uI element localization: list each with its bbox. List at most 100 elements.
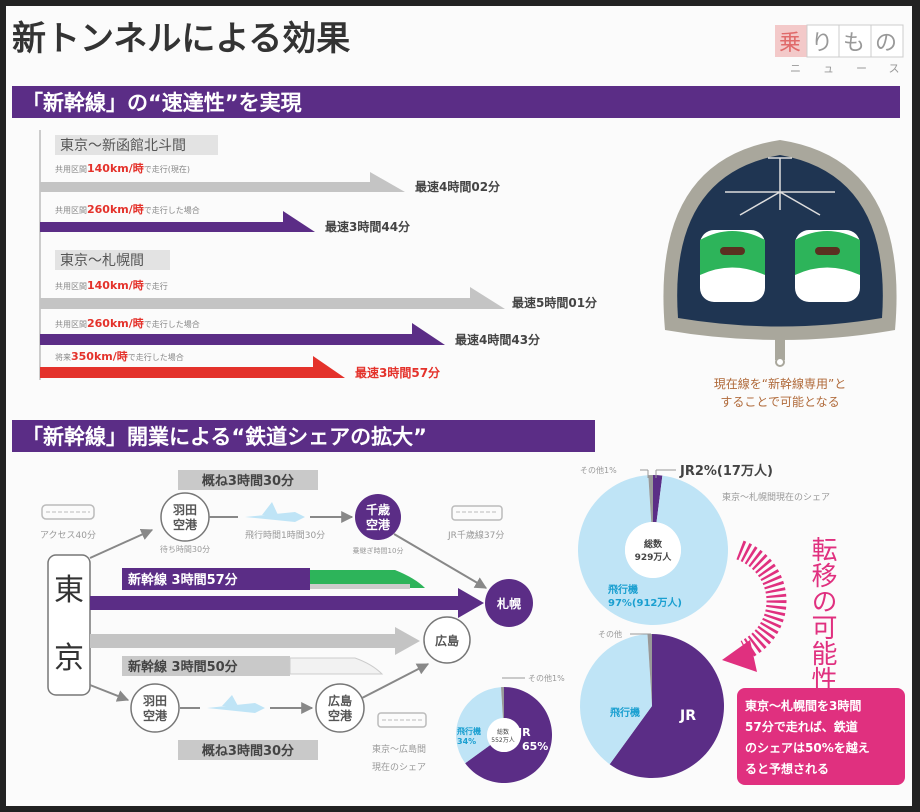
pie-slice-airplane bbox=[578, 475, 729, 626]
node-label: 空港 bbox=[143, 708, 168, 723]
node-label: 空港 bbox=[173, 517, 198, 532]
haneda-node bbox=[130, 683, 180, 733]
wait-time: 待ち時間30分 bbox=[160, 544, 210, 554]
time-arrow bbox=[40, 356, 345, 378]
node-label: 千歳 bbox=[366, 502, 390, 517]
total-label: 総数 bbox=[644, 538, 663, 550]
other-label: その他 bbox=[598, 629, 622, 639]
air-share: 34% bbox=[457, 737, 476, 746]
svg-text:共用区間140km/時で走行(現在): 共用区間140km/時で走行(現在) bbox=[55, 161, 190, 175]
logo-char: 乗 bbox=[779, 31, 801, 56]
node-label: 羽田 bbox=[143, 694, 167, 708]
infographic-page: 新トンネルによる効果 乗 り も の ニュース 「新幹線」の“速達性”を実現 東… bbox=[6, 6, 912, 806]
svg-text:将来350km/時で走行した場合: 将来350km/時で走行した場合 bbox=[55, 349, 184, 363]
air-share: 97%(912万人) bbox=[608, 596, 682, 609]
hiroshima-airport-node bbox=[315, 683, 365, 733]
pie-slice-other bbox=[648, 475, 653, 523]
shinkansen-sapporo-label: 新幹線 3時間57分 bbox=[128, 572, 238, 588]
time-result: 最速5時間01分 bbox=[512, 295, 597, 310]
shinkansen-train-icon bbox=[310, 570, 425, 588]
section1-banner bbox=[12, 86, 900, 118]
pie-slice-jr bbox=[653, 475, 663, 523]
total-value: 552万人 bbox=[491, 737, 514, 744]
transfer-time: 乗継ぎ時間10分 bbox=[353, 546, 404, 555]
train-icon bbox=[451, 505, 503, 521]
tokyo-node bbox=[47, 554, 91, 696]
svg-text:共用区間260km/時で走行した場合: 共用区間260km/時で走行した場合 bbox=[55, 316, 200, 330]
logo-char: も bbox=[843, 31, 865, 56]
pie-slice-other bbox=[500, 687, 504, 719]
total-label: 総数 bbox=[497, 728, 509, 736]
route-label: 東京〜新函館北斗間 bbox=[60, 137, 186, 154]
air-label: 飛行機 bbox=[456, 726, 481, 736]
forecast-note-line: 57分で走れば、鉄道 bbox=[745, 719, 858, 734]
sapporo-future-share-pie bbox=[580, 634, 724, 778]
logo-char: の bbox=[875, 31, 897, 56]
speed-row: 将来350km/時で走行した場合 最速3時間57分 bbox=[40, 349, 440, 380]
airplane-icon bbox=[207, 695, 265, 713]
time-arrow bbox=[40, 172, 405, 192]
node-label: 羽田 bbox=[173, 503, 197, 517]
bus-icon bbox=[377, 712, 427, 728]
shinkansen-train-icon bbox=[289, 657, 384, 675]
bus-icon bbox=[41, 504, 95, 520]
chitose-node bbox=[355, 494, 401, 540]
shinkansen-hiroshima-arrow bbox=[90, 627, 420, 655]
jr-label: JR bbox=[679, 708, 696, 724]
route-label: 東京〜札幌間 bbox=[60, 253, 144, 269]
section1-banner-text: 「新幹線」の“速達性”を実現 bbox=[22, 91, 302, 115]
time-arrow bbox=[40, 287, 505, 309]
forecast-note-line: 東京〜札幌間を3時間 bbox=[745, 698, 861, 713]
hiroshima-node bbox=[423, 616, 471, 664]
time-result: 最速4時間43分 bbox=[455, 332, 540, 347]
hiroshima-share-pie bbox=[455, 687, 552, 783]
sapporo-current-share-pie bbox=[578, 475, 729, 626]
tokyo-char: 京 bbox=[54, 641, 84, 676]
forecast-note-line: のシェアは50%を越え bbox=[745, 740, 870, 755]
air-label: 飛行機 bbox=[609, 706, 640, 719]
tunnel-illustration bbox=[663, 140, 897, 367]
route-label-box bbox=[55, 135, 218, 155]
speed-row: 共用区間140km/時で走行 最速5時間01分 bbox=[40, 278, 597, 310]
svg-text:共用区間260km/時で走行した場合: 共用区間260km/時で走行した場合 bbox=[55, 202, 200, 216]
route-label-box bbox=[55, 250, 170, 270]
node-label: 広島 bbox=[435, 633, 459, 648]
logo-char: り bbox=[811, 31, 833, 56]
speed-row: 共用区間260km/時で走行した場合 最速3時間44分 bbox=[40, 202, 410, 234]
pie-slice-other bbox=[647, 634, 652, 706]
other-label: その他1% bbox=[528, 673, 565, 683]
speed-row: 共用区間260km/時で走行した場合 最速4時間43分 bbox=[40, 316, 540, 347]
section2-banner-text: 「新幹線」開業による“鉄道シェアの拡大” bbox=[22, 425, 427, 449]
pie-slice-jr bbox=[609, 634, 724, 778]
flight-time: 飛行時間1時間30分 bbox=[245, 529, 325, 541]
sapporo-share-caption: 東京〜札幌間現在のシェア bbox=[722, 491, 830, 503]
shift-arrow-icon bbox=[722, 540, 787, 672]
time-result: 最速3時間44分 bbox=[325, 219, 410, 234]
total-value: 929万人 bbox=[635, 551, 673, 563]
node-label: 空港 bbox=[328, 708, 353, 723]
train-front-icon bbox=[795, 230, 860, 302]
shinkansen-hiroshima-label: 新幹線 3時間50分 bbox=[128, 659, 238, 675]
pie-hole bbox=[625, 522, 681, 578]
approx-time-bottom: 概ね3時間30分 bbox=[202, 743, 294, 759]
infographic-canvas: 新トンネルによる効果 乗 り も の ニュース 「新幹線」の“速達性”を実現 東… bbox=[12, 19, 905, 785]
forecast-note-line: ると予想される bbox=[745, 761, 829, 776]
pie-hole bbox=[487, 718, 521, 752]
node-label: 空港 bbox=[366, 517, 391, 532]
airplane-icon bbox=[245, 502, 305, 522]
pie-slice-airplane bbox=[580, 634, 652, 765]
node-label: 広島 bbox=[328, 693, 352, 708]
tokyo-char: 東 bbox=[54, 573, 84, 608]
logo: 乗 り も の ニュース bbox=[775, 24, 904, 75]
sapporo-node bbox=[485, 579, 533, 627]
page-title: 新トンネルによる効果 bbox=[12, 19, 350, 59]
pie-slice-jr bbox=[465, 687, 552, 783]
access-time: アクセス40分 bbox=[40, 530, 96, 541]
tunnel-caption: することで可能となる bbox=[720, 395, 839, 409]
air-label: 飛行機 bbox=[607, 583, 638, 596]
hiroshima-share-caption: 現在のシェア bbox=[372, 761, 426, 773]
jr-share-label: JR2%(17万人) bbox=[679, 463, 773, 479]
time-arrow bbox=[40, 211, 315, 232]
forecast-note-box bbox=[737, 688, 905, 785]
route-diagram: 概ね3時間30分 アクセス40分 東 京 羽田 空港 待ち時間30分 飛行時間1… bbox=[40, 470, 533, 773]
